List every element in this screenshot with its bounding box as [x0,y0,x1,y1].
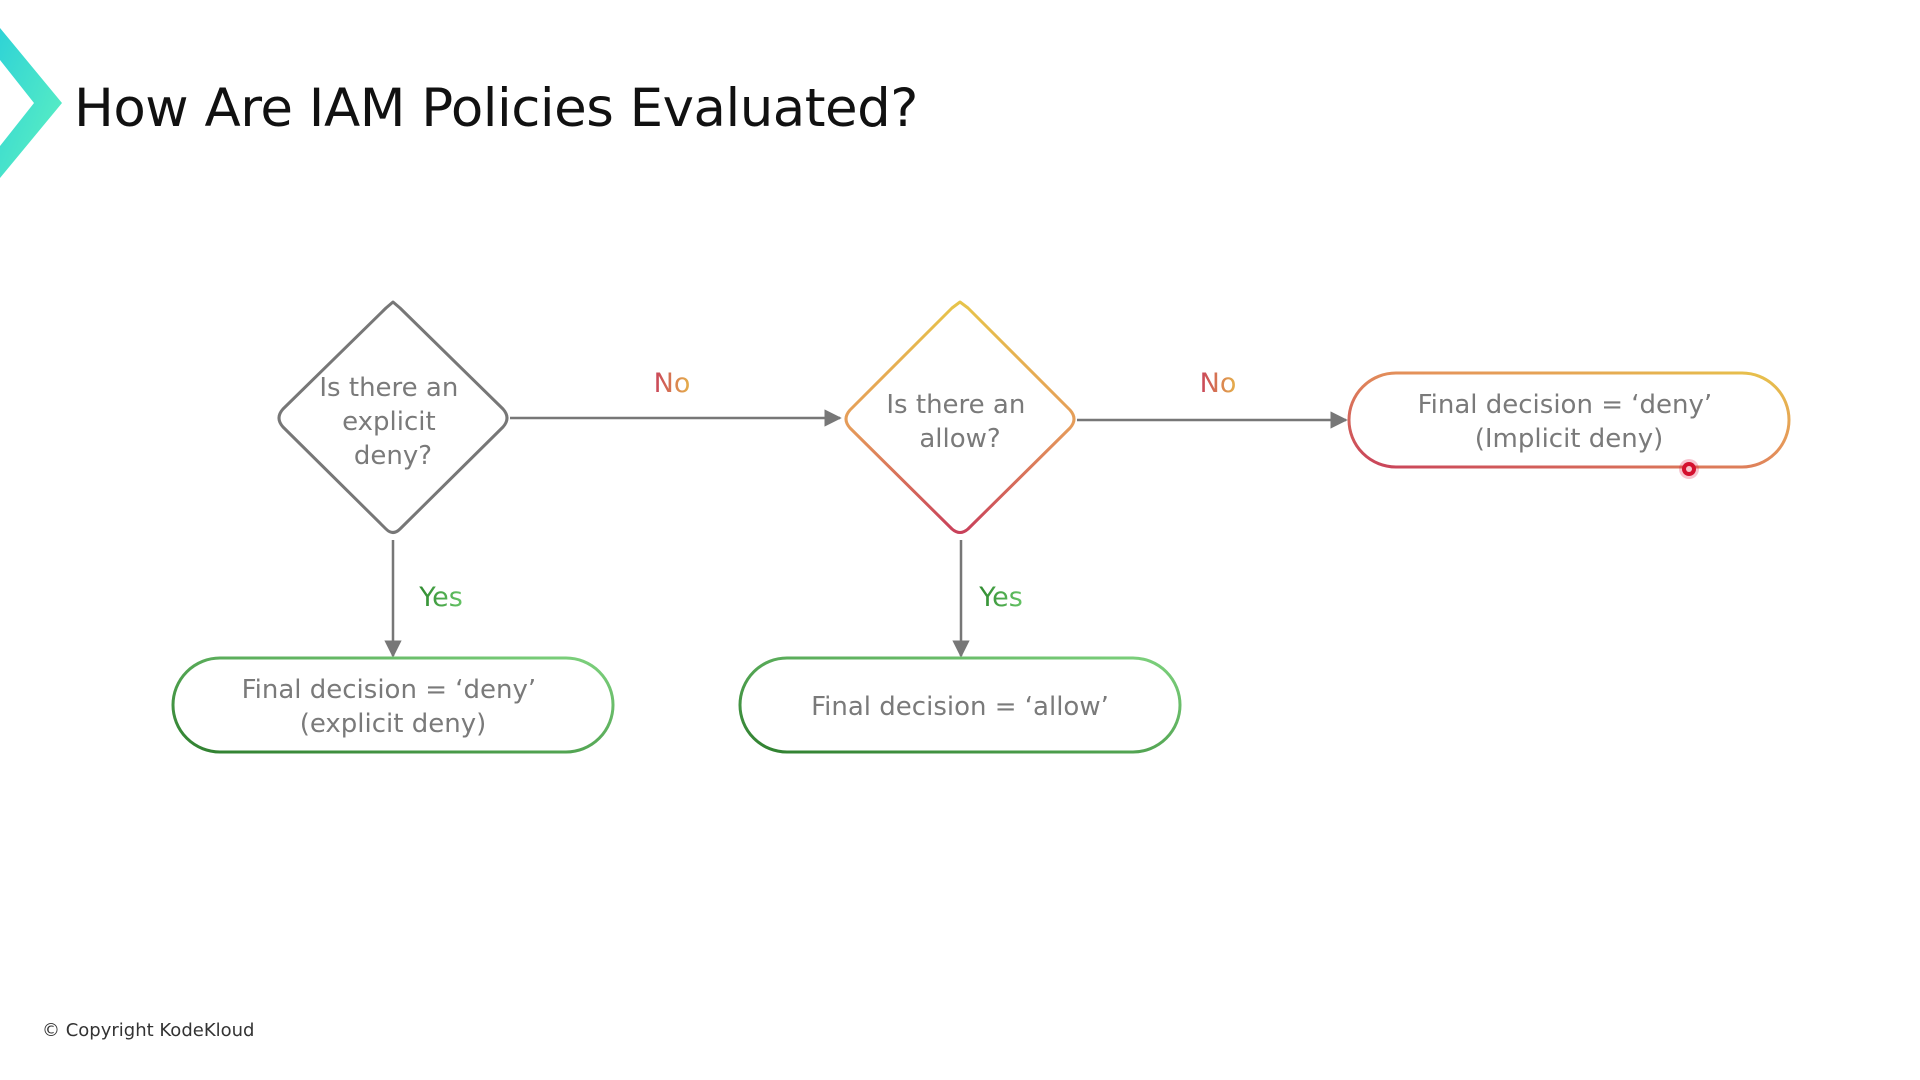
result-allow: Final decision = ‘allow’ [738,656,1182,754]
decision-explicit-deny: Is there an explicit deny? [277,300,509,534]
svg-text:Is there an explicit: Is there an explicit deny? [319,373,466,471]
decision-allow-line-1: Is there an [886,390,1025,420]
edge-label-yes-2: Yes [978,582,1023,613]
svg-text:Final decision = ‘deny’: Final decision = ‘deny’ (explicit deny) [242,675,545,739]
kodekloud-chevron-logo [0,28,62,178]
result-explicit-deny-line-2: (explicit deny) [300,709,487,739]
result-explicit-deny-line-1: Final decision = ‘deny’ [242,675,537,705]
svg-text:Final decision = ‘deny’: Final decision = ‘deny’ (Implicit deny) [1418,390,1721,454]
copyright-footer: © Copyright KodeKloud [42,1020,255,1041]
result-implicit-deny-line-1: Final decision = ‘deny’ [1418,390,1713,420]
edge-label-yes-1: Yes [418,582,463,613]
decision-explicit-deny-line-2: explicit [342,407,436,437]
decision-allow: Is there an allow? [844,300,1076,534]
decision-allow-line-2: allow? [919,424,1000,454]
page-title: How Are IAM Policies Evaluated? [74,78,918,139]
edge-label-no-2: No [1200,368,1237,399]
result-allow-line-1: Final decision = ‘allow’ [811,692,1109,722]
result-explicit-deny: Final decision = ‘deny’ (explicit deny) [171,656,615,754]
decision-explicit-deny-line-3: deny? [354,441,432,471]
edge-label-no-1: No [654,368,691,399]
laser-pointer-icon [1679,459,1699,479]
svg-text:Is there an allow?: Is there an allow? [886,390,1033,454]
svg-text:Final decision = ‘allow’: Final decision = ‘allow’ [811,692,1109,722]
result-implicit-deny: Final decision = ‘deny’ (Implicit deny) [1347,371,1791,469]
result-implicit-deny-line-2: (Implicit deny) [1475,424,1664,454]
decision-explicit-deny-line-1: Is there an [319,373,458,403]
